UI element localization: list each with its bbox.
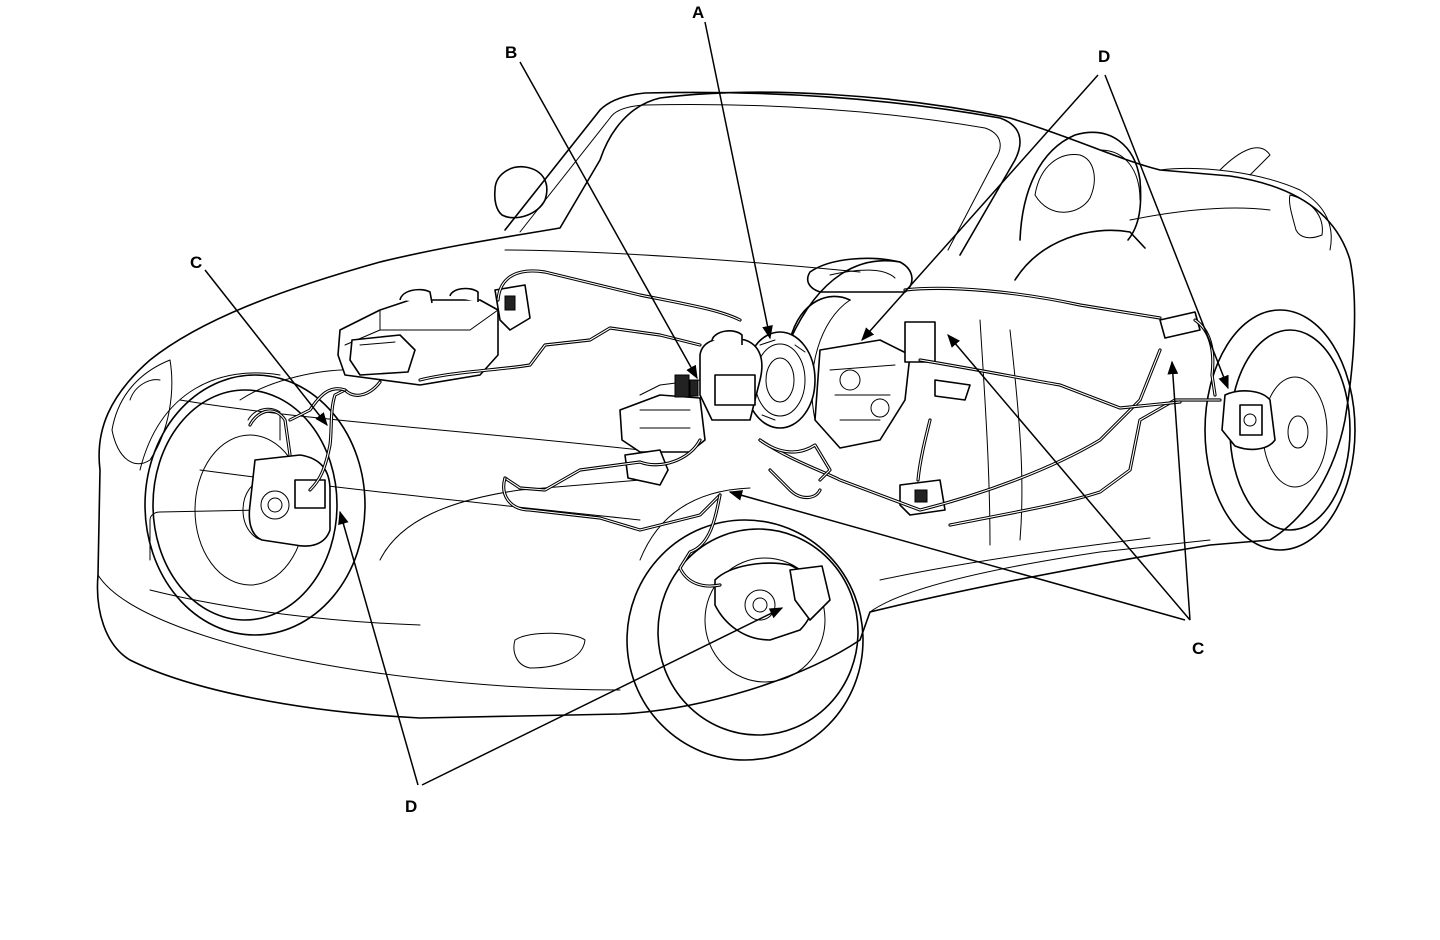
connector-block [494, 284, 531, 331]
callout-d-bottom: D [405, 797, 417, 816]
brake-booster [744, 331, 816, 429]
windshield-frame [493, 91, 1021, 273]
modulator-unit [619, 374, 706, 453]
rear-left-wheel [789, 259, 901, 421]
rear-upper-connector [1159, 311, 1201, 339]
master-cylinder [639, 330, 763, 421]
callout-a: A [692, 3, 704, 22]
fluid-reservoir-box [337, 287, 499, 386]
leader-lines [204, 21, 1229, 786]
seats [789, 131, 1146, 341]
lower-bracket [624, 449, 669, 486]
front-right-caliper [714, 562, 831, 641]
callout-d-top: D [1098, 47, 1110, 66]
rear-right-caliper [1221, 390, 1276, 451]
engine-components-right [814, 321, 971, 449]
front-left-wheel [139, 372, 366, 636]
callout-c-rear: C [1192, 639, 1204, 658]
callout-b: B [505, 43, 517, 62]
callout-c-front-left: C [190, 253, 202, 272]
front-left-caliper [247, 407, 331, 547]
